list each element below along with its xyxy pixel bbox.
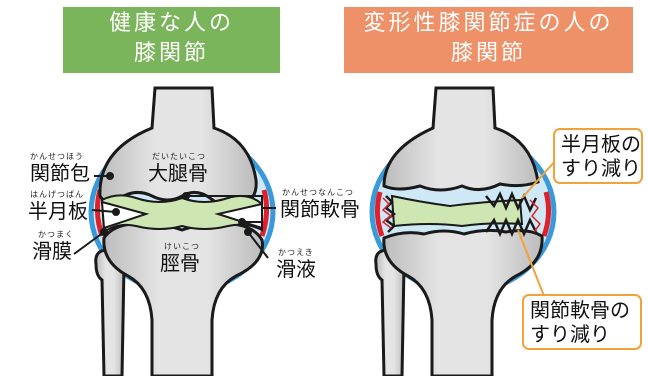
oa-tibia (384, 230, 542, 376)
meniscus-label: 半月板 (28, 200, 88, 222)
meniscus-wear-line1: 半月板の (561, 132, 635, 156)
synovial-fluid-label: 滑液 (276, 258, 316, 280)
femur-label: 大腿骨 (148, 162, 208, 184)
oa-femur (384, 88, 538, 190)
meniscus-ruby: はんげつばん (30, 190, 84, 199)
articular-cartilage-ruby: かんせつなんこつ (282, 188, 354, 197)
synovial-fluid-ruby: かつえき (278, 248, 314, 257)
cartilage-wear-line2: すり減り (530, 322, 634, 346)
healthy-knee (74, 88, 276, 376)
meniscus-wear-callout: 半月板の すり減り (553, 128, 643, 184)
synovium-ruby: かつまく (38, 230, 74, 239)
cartilage-wear-callout: 関節軟骨の すり減り (522, 294, 642, 350)
tibia-ruby: けいこつ (164, 242, 200, 251)
joint-capsule-label: 関節包 (30, 162, 90, 184)
healthy-femur (100, 88, 256, 206)
joint-capsule-ruby: かんせつほう (30, 152, 84, 161)
tibia-label: 脛骨 (160, 252, 200, 274)
cartilage-wear-line1: 関節軟骨の (530, 298, 634, 322)
meniscus-wear-line2: すり減り (561, 156, 635, 180)
synovium-label: 滑膜 (32, 240, 72, 262)
articular-cartilage-label: 関節軟骨 (280, 198, 360, 220)
femur-ruby: だいたいこつ (152, 152, 206, 161)
